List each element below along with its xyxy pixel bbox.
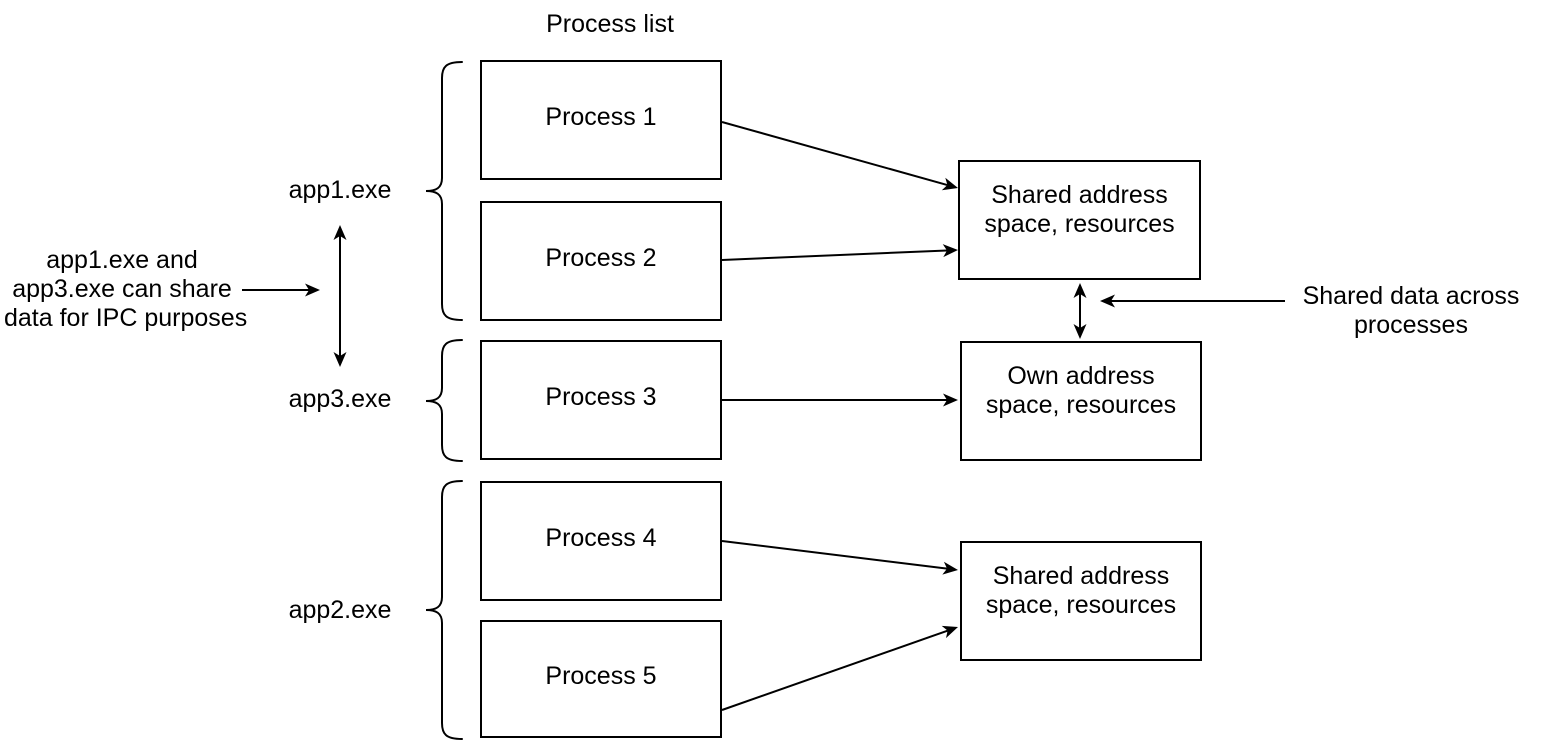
process-5-label: Process 5: [545, 662, 657, 690]
process-4-box: Process 4: [480, 481, 722, 601]
shared-address-box-1: Shared address space, resources: [958, 160, 1201, 280]
arrowhead: [333, 352, 347, 367]
edge-process2-to-shared1: [721, 244, 958, 261]
shared-address-box-1-line2: space, resources: [984, 210, 1175, 238]
brace-app3: [425, 339, 463, 462]
process-2-label: Process 2: [545, 244, 657, 272]
ipc-note: app1.exe and app3.exe can share data for…: [4, 246, 248, 333]
ipc-note-line2: app3.exe can share: [12, 275, 232, 303]
process-2-box: Process 2: [480, 201, 722, 321]
arrowhead: [333, 225, 347, 240]
arrowhead: [1073, 324, 1087, 339]
brace-app2: [425, 480, 463, 740]
edge-app1-app3-share: [333, 225, 347, 367]
arrowhead: [941, 177, 958, 191]
process-3-box: Process 3: [480, 340, 722, 460]
edge-line: [721, 121, 948, 187]
own-address-box: Own address space, resources: [960, 341, 1202, 461]
shared-data-note-line2: processes: [1354, 311, 1468, 339]
ipc-note-line3: data for IPC purposes: [4, 304, 248, 332]
group-label-app1: app1.exe: [288, 176, 392, 204]
edge-line: [721, 629, 948, 711]
arrowhead: [1073, 283, 1087, 298]
shared-data-note-line1: Shared data across: [1302, 282, 1520, 310]
arrowhead: [941, 625, 958, 639]
shared-address-box-2-line1: Shared address: [992, 562, 1170, 590]
own-address-box-line2: space, resources: [985, 391, 1177, 419]
edge-line: [721, 249, 948, 261]
arrowhead: [1100, 294, 1115, 308]
shared-address-box-1-line1: Shared address: [991, 181, 1168, 209]
edge-process4-to-shared2: [721, 540, 958, 575]
arrowhead: [943, 393, 958, 407]
edge-process3-to-own: [722, 393, 958, 407]
process-5-box: Process 5: [480, 620, 722, 738]
shared-address-box-2: Shared address space, resources: [960, 541, 1202, 661]
edge-shared1-own-data: [1073, 283, 1087, 339]
process-4-label: Process 4: [545, 524, 657, 552]
edge-line: [721, 540, 948, 570]
group-label-app3: app3.exe: [288, 385, 392, 413]
edge-shared-note-pointer: [1100, 294, 1285, 308]
edge-process5-to-shared2: [721, 625, 958, 711]
own-address-box-line1: Own address: [1007, 362, 1155, 390]
arrowhead: [942, 244, 958, 258]
brace-app1: [425, 61, 463, 321]
shared-address-box-2-line2: space, resources: [985, 591, 1177, 619]
arrowhead: [942, 561, 958, 575]
arrowhead: [305, 283, 320, 297]
diagram-title: Process list: [546, 10, 674, 38]
edge-process1-to-shared1: [721, 121, 958, 191]
shared-data-note: Shared data across processes: [1291, 282, 1531, 340]
ipc-note-line1: app1.exe and: [46, 246, 198, 274]
edge-ipc-note-pointer: [242, 283, 320, 297]
process-1-label: Process 1: [545, 103, 657, 131]
group-label-app2: app2.exe: [288, 596, 392, 624]
process-3-label: Process 3: [545, 383, 657, 411]
process-1-box: Process 1: [480, 60, 722, 180]
